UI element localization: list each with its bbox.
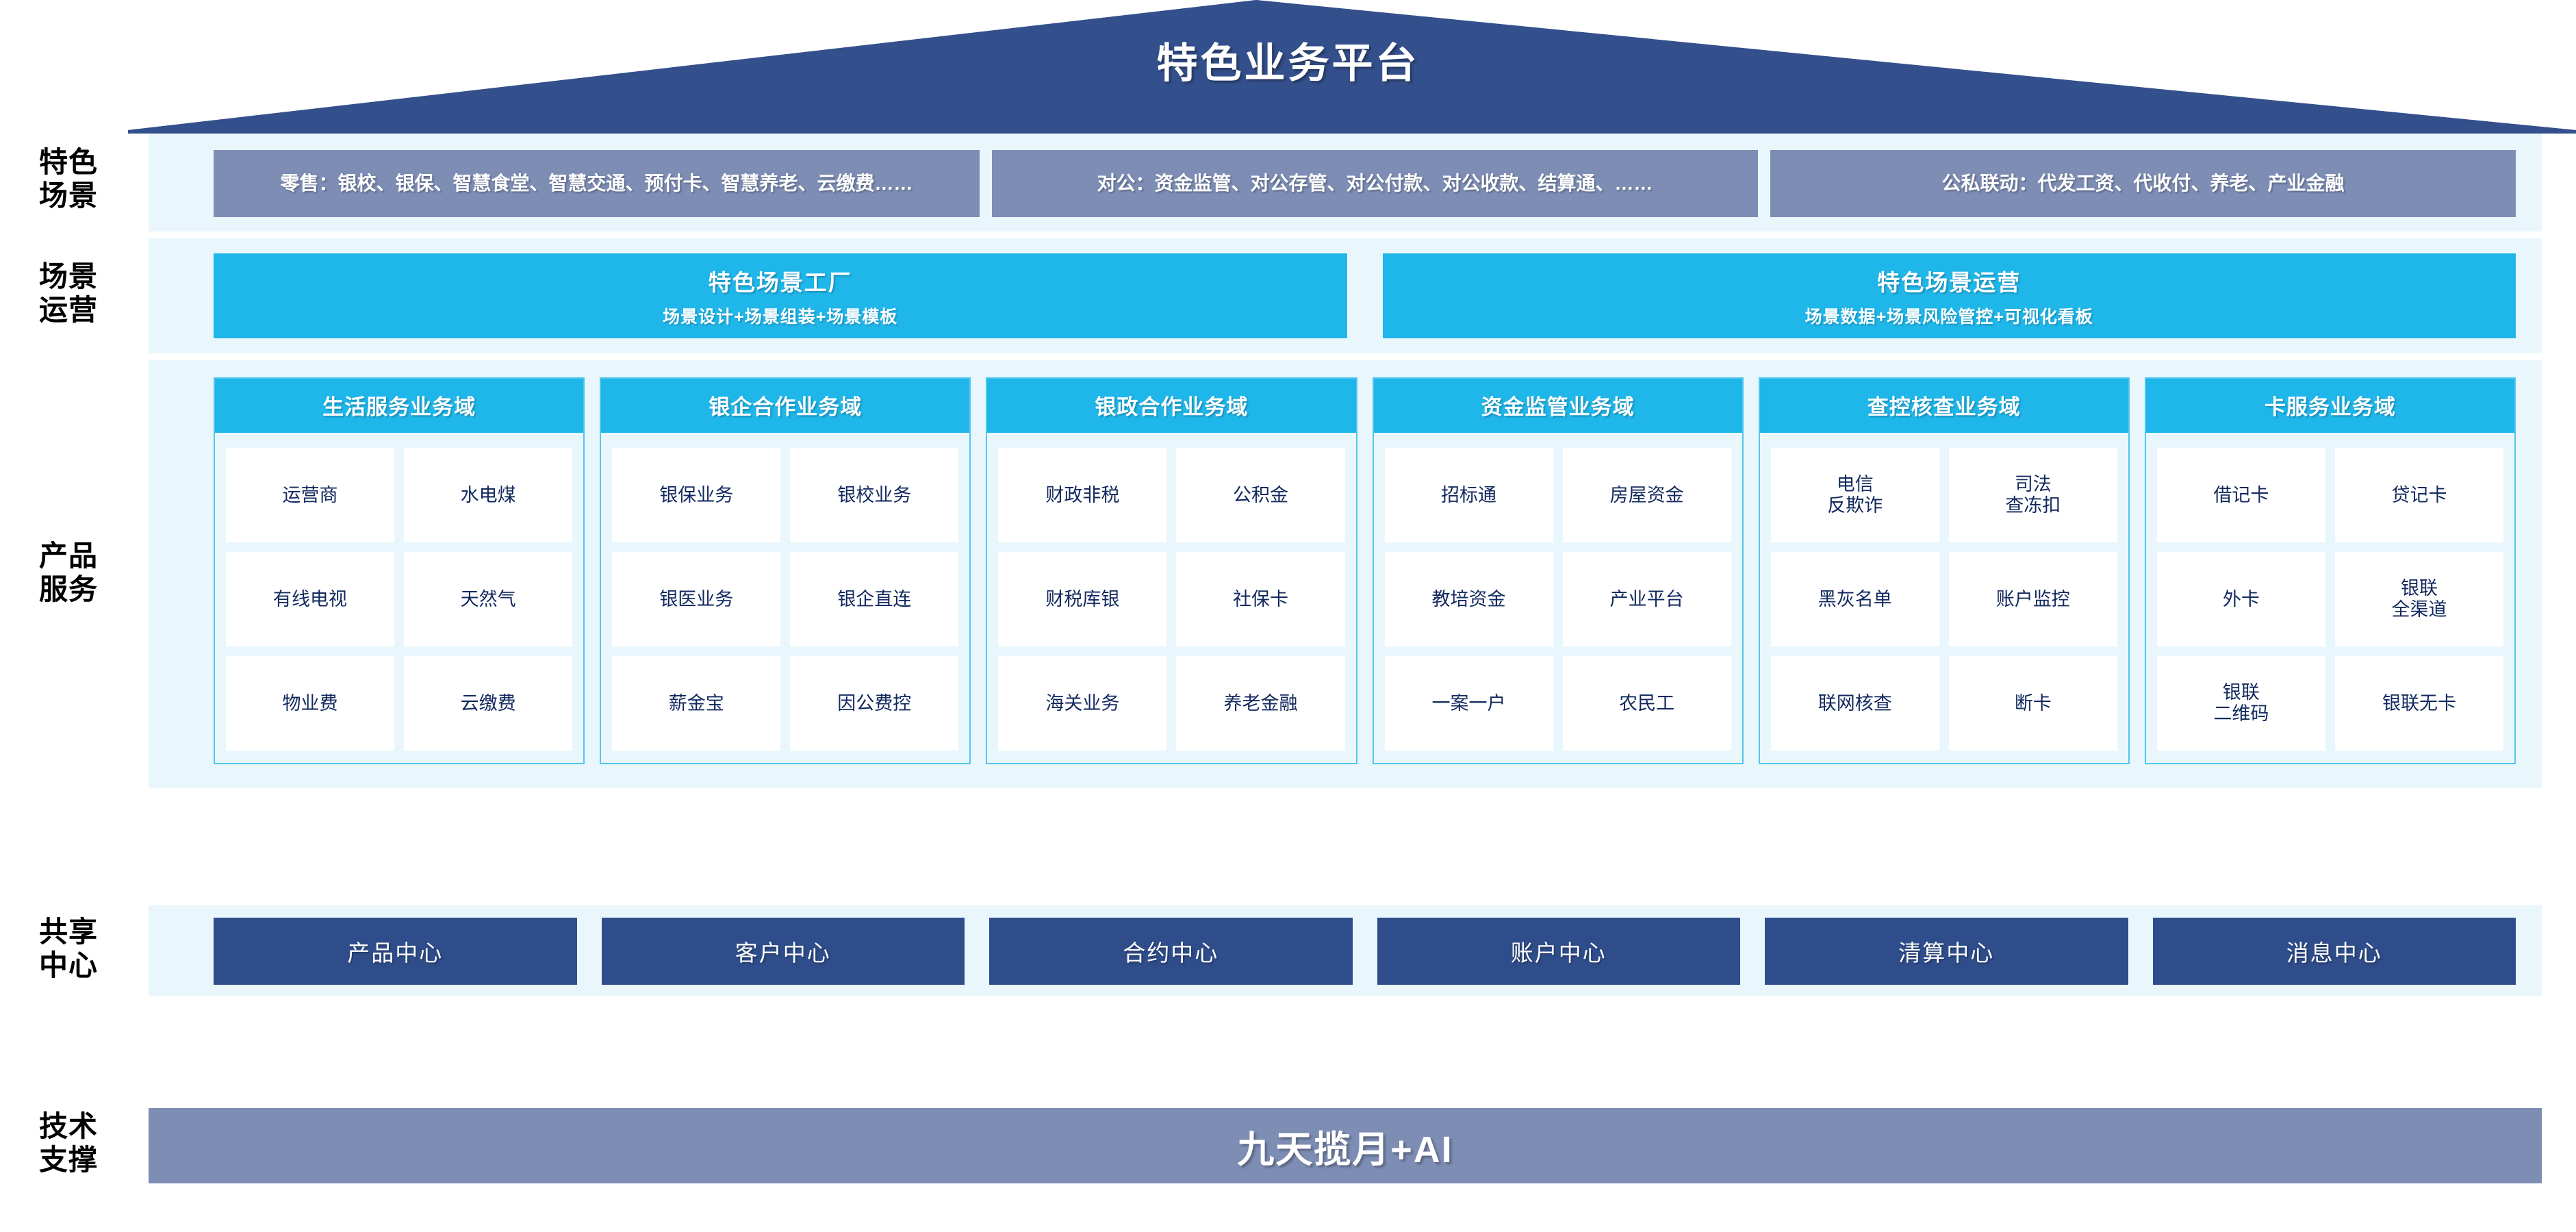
operation-subtitle: 场景数据+场景风险管控+可视化看板 bbox=[1805, 307, 2093, 327]
domain-column: 卡服务业务域借记卡贷记卡外卡银联 全渠道银联 二维码银联无卡 bbox=[2144, 377, 2516, 764]
domain-item[interactable]: 电信 反欺诈 bbox=[1770, 448, 1939, 542]
domain-item-grid: 运营商水电煤有线电视天然气物业费云缴费 bbox=[215, 433, 583, 763]
domain-item[interactable]: 银校业务 bbox=[790, 448, 959, 542]
domain-item-grid: 借记卡贷记卡外卡银联 全渠道银联 二维码银联无卡 bbox=[2146, 433, 2514, 763]
domain-item[interactable]: 因公费控 bbox=[790, 656, 959, 751]
row-tech-support: 技术 支撑 九天揽月+AI bbox=[0, 1108, 2576, 1183]
domain-column: 资金监管业务域招标通房屋资金教培资金产业平台一案一户农民工 bbox=[1372, 377, 1744, 764]
domain-item-grid: 电信 反欺诈司法 查冻扣黑灰名单账户监控联网核查断卡 bbox=[1760, 433, 2128, 763]
domain-item[interactable]: 农民工 bbox=[1562, 656, 1731, 751]
domain-title: 查控核查业务域 bbox=[1759, 379, 2128, 433]
domain-item[interactable]: 断卡 bbox=[1948, 656, 2117, 751]
domain-item[interactable]: 银联无卡 bbox=[2334, 656, 2504, 751]
operation-title: 特色场景运营 bbox=[1877, 269, 2022, 295]
domain-item[interactable]: 物业费 bbox=[226, 656, 395, 751]
domain-column: 生活服务业务域运营商水电煤有线电视天然气物业费云缴费 bbox=[214, 377, 585, 764]
domain-item[interactable]: 有线电视 bbox=[226, 552, 395, 646]
product-service-panel: 生活服务业务域运营商水电煤有线电视天然气物业费云缴费银企合作业务域银保业务银校业… bbox=[149, 360, 2542, 788]
domain-item[interactable]: 借记卡 bbox=[2156, 448, 2325, 542]
domain-title: 银政合作业务域 bbox=[987, 379, 1356, 433]
shared-center-box[interactable]: 产品中心 bbox=[214, 918, 577, 985]
scenario-box-list: 零售：银校、银保、智慧食堂、智慧交通、预付卡、智慧养老、云缴费…… 对公：资金监… bbox=[214, 150, 2516, 217]
operation-panel: 特色场景工厂 场景设计+场景组装+场景模板 特色场景运营 场景数据+场景风险管控… bbox=[149, 238, 2542, 353]
domain-item[interactable]: 银保业务 bbox=[612, 448, 781, 542]
domain-item[interactable]: 天然气 bbox=[404, 552, 573, 646]
row-operation: 场景 运营 特色场景工厂 场景设计+场景组装+场景模板 特色场景运营 场景数据+… bbox=[0, 238, 2576, 353]
shared-center-panel: 产品中心客户中心合约中心账户中心清算中心消息中心 bbox=[149, 905, 2542, 996]
page-title: 特色业务平台 bbox=[1156, 40, 1420, 86]
operation-box-scene-ops[interactable]: 特色场景运营 场景数据+场景风险管控+可视化看板 bbox=[1382, 253, 2516, 338]
domain-item[interactable]: 财税库银 bbox=[998, 552, 1167, 646]
domain-item-grid: 财政非税公积金财税库银社保卡海关业务养老金融 bbox=[987, 433, 1355, 763]
domain-item[interactable]: 社保卡 bbox=[1176, 552, 1345, 646]
row-scenario: 特色 场景 零售：银校、银保、智慧食堂、智慧交通、预付卡、智慧养老、云缴费…… … bbox=[0, 134, 2576, 231]
row-label-product-service: 产品 服务 bbox=[38, 540, 98, 605]
operation-box-scene-factory[interactable]: 特色场景工厂 场景设计+场景组装+场景模板 bbox=[214, 253, 1347, 338]
operation-subtitle: 场景设计+场景组装+场景模板 bbox=[663, 307, 898, 327]
domain-item[interactable]: 财政非税 bbox=[998, 448, 1167, 542]
domain-item[interactable]: 黑灰名单 bbox=[1770, 552, 1939, 646]
domain-column: 查控核查业务域电信 反欺诈司法 查冻扣黑灰名单账户监控联网核查断卡 bbox=[1758, 377, 2130, 764]
domain-column: 银企合作业务域银保业务银校业务银医业务银企直连薪金宝因公费控 bbox=[600, 377, 971, 764]
domain-item-grid: 招标通房屋资金教培资金产业平台一案一户农民工 bbox=[1374, 433, 1742, 763]
shared-center-box[interactable]: 客户中心 bbox=[601, 918, 965, 985]
domain-item[interactable]: 银医业务 bbox=[612, 552, 781, 646]
scenario-panel: 零售：银校、银保、智慧食堂、智慧交通、预付卡、智慧养老、云缴费…… 对公：资金监… bbox=[149, 134, 2542, 231]
row-label-operation: 场景 运营 bbox=[38, 260, 98, 326]
domain-item[interactable]: 薪金宝 bbox=[612, 656, 781, 751]
domain-list: 生活服务业务域运营商水电煤有线电视天然气物业费云缴费银企合作业务域银保业务银校业… bbox=[214, 377, 2516, 764]
domain-item[interactable]: 养老金融 bbox=[1176, 656, 1345, 751]
domain-item[interactable]: 产业平台 bbox=[1562, 552, 1731, 646]
domain-title: 银企合作业务域 bbox=[601, 379, 970, 433]
shared-center-box[interactable]: 清算中心 bbox=[1765, 918, 2128, 985]
domain-title: 卡服务业务域 bbox=[2145, 379, 2515, 433]
domain-title: 生活服务业务域 bbox=[215, 379, 584, 433]
domain-item[interactable]: 运营商 bbox=[226, 448, 395, 542]
row-product-service: 产品 服务 生活服务业务域运营商水电煤有线电视天然气物业费云缴费银企合作业务域银… bbox=[0, 360, 2576, 788]
operation-box-list: 特色场景工厂 场景设计+场景组装+场景模板 特色场景运营 场景数据+场景风险管控… bbox=[214, 253, 2516, 338]
row-shared-center: 共享 中心 产品中心客户中心合约中心账户中心清算中心消息中心 bbox=[0, 905, 2576, 996]
domain-item[interactable]: 银企直连 bbox=[790, 552, 959, 646]
domain-item[interactable]: 银联 二维码 bbox=[2156, 656, 2325, 751]
scenario-box-public-private[interactable]: 公私联动：代发工资、代收付、养老、产业金融 bbox=[1770, 150, 2516, 217]
domain-item[interactable]: 公积金 bbox=[1176, 448, 1345, 542]
domain-item[interactable]: 水电煤 bbox=[404, 448, 573, 542]
scenario-box-retail[interactable]: 零售：银校、银保、智慧食堂、智慧交通、预付卡、智慧养老、云缴费…… bbox=[214, 150, 980, 217]
row-label-shared-center: 共享 中心 bbox=[38, 916, 98, 981]
domain-column: 银政合作业务域财政非税公积金财税库银社保卡海关业务养老金融 bbox=[986, 377, 1357, 764]
shared-center-box[interactable]: 账户中心 bbox=[1377, 918, 1740, 985]
shared-center-box[interactable]: 合约中心 bbox=[989, 918, 1353, 985]
row-label-tech-support: 技术 支撑 bbox=[38, 1110, 98, 1176]
operation-title: 特色场景工厂 bbox=[708, 269, 852, 295]
shared-center-box[interactable]: 消息中心 bbox=[2152, 918, 2516, 985]
domain-item-grid: 银保业务银校业务银医业务银企直连薪金宝因公费控 bbox=[601, 433, 969, 763]
domain-item[interactable]: 联网核查 bbox=[1770, 656, 1939, 751]
roof-shape bbox=[128, 0, 2576, 134]
domain-item[interactable]: 银联 全渠道 bbox=[2334, 552, 2504, 646]
platform-header: 特色业务平台 bbox=[0, 0, 2576, 134]
row-label-scenario: 特色 场景 bbox=[38, 146, 98, 212]
domain-item[interactable]: 司法 查冻扣 bbox=[1948, 448, 2117, 542]
center-box-list: 产品中心客户中心合约中心账户中心清算中心消息中心 bbox=[214, 918, 2516, 985]
domain-title: 资金监管业务域 bbox=[1373, 379, 1742, 433]
domain-item[interactable]: 云缴费 bbox=[404, 656, 573, 751]
domain-item[interactable]: 教培资金 bbox=[1384, 552, 1553, 646]
domain-item[interactable]: 招标通 bbox=[1384, 448, 1553, 542]
tech-support-bar[interactable]: 九天揽月+AI bbox=[149, 1108, 2542, 1183]
domain-item[interactable]: 外卡 bbox=[2156, 552, 2325, 646]
scenario-box-corporate[interactable]: 对公：资金监管、对公存管、对公付款、对公收款、结算通、…… bbox=[991, 150, 1758, 217]
domain-item[interactable]: 贷记卡 bbox=[2334, 448, 2504, 542]
domain-item[interactable]: 账户监控 bbox=[1948, 552, 2117, 646]
domain-item[interactable]: 一案一户 bbox=[1384, 656, 1553, 751]
domain-item[interactable]: 海关业务 bbox=[998, 656, 1167, 751]
domain-item[interactable]: 房屋资金 bbox=[1562, 448, 1731, 542]
